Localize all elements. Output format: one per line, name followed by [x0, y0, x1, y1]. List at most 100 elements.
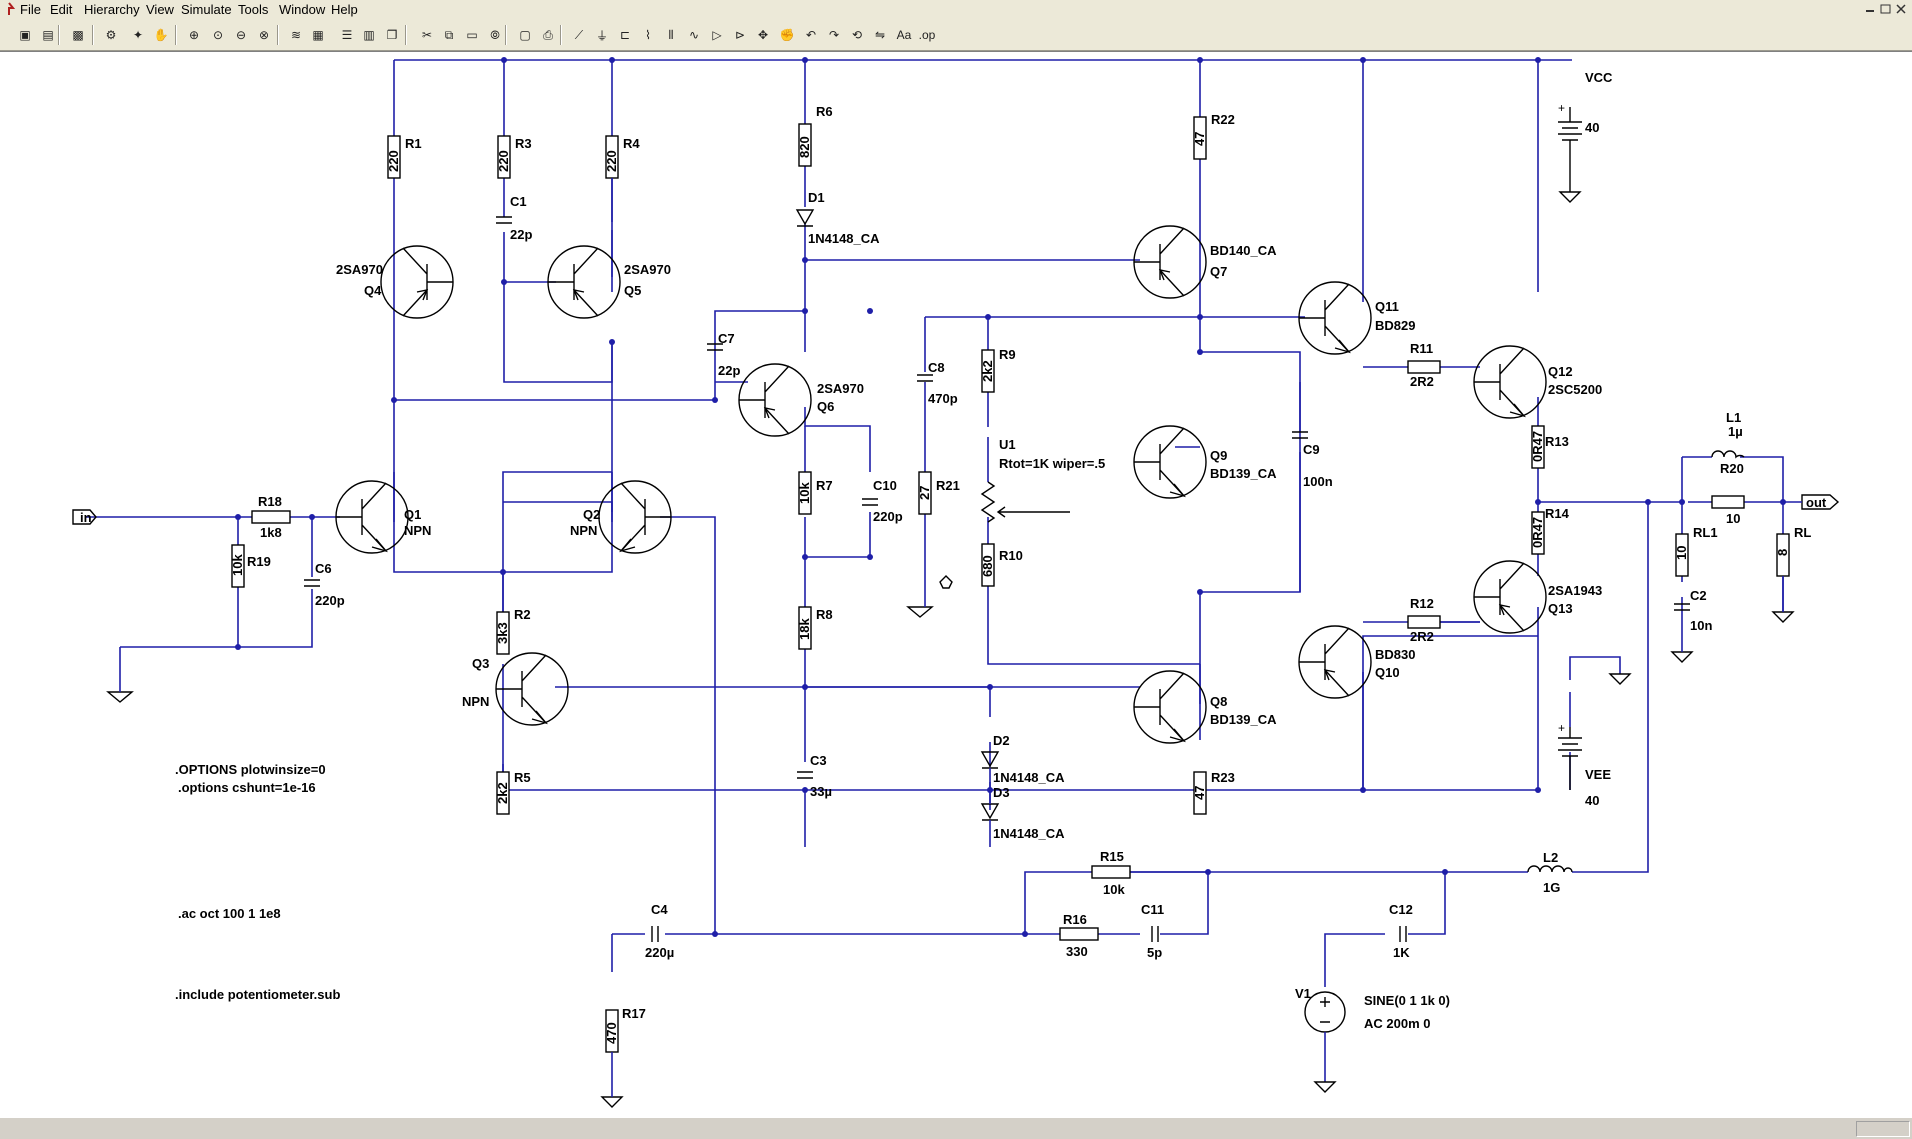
svg-text:18k: 18k	[797, 618, 812, 640]
schematic-drawing[interactable]: + + in out R1 R3 R4 R6 R22 R9 R7 R21 R1	[0, 52, 1912, 1118]
transistor-Q12	[1473, 345, 1547, 419]
svg-text:Q8: Q8	[1210, 694, 1227, 709]
menu-tools[interactable]: Tools	[238, 2, 269, 17]
svg-text:+: +	[1558, 721, 1565, 735]
svg-text:680: 680	[980, 555, 995, 577]
transistor-Q3	[495, 652, 569, 726]
paste-icon[interactable]: ▭	[466, 28, 478, 42]
tile-icon[interactable]: ▦	[312, 28, 324, 42]
new-schematic-icon[interactable]: ▣	[19, 28, 31, 42]
svg-text:470p: 470p	[928, 391, 958, 406]
diode-icon[interactable]: ▷	[712, 28, 722, 42]
copy-icon[interactable]: ⧉	[444, 27, 454, 42]
svg-text:.options cshunt=1e-16: .options cshunt=1e-16	[178, 780, 316, 795]
waveform-icon[interactable]: ≋	[290, 28, 302, 42]
cut-icon[interactable]: ✂	[421, 28, 433, 42]
wire-icon[interactable]: ⟋	[574, 27, 584, 42]
svg-text:27: 27	[917, 486, 932, 500]
menu-window[interactable]: Window	[279, 2, 326, 17]
resistor-R12	[1407, 615, 1441, 629]
spice-directive-icon[interactable]: .op	[918, 28, 936, 42]
save-icon[interactable]: ▩	[72, 28, 84, 42]
svg-text:R19: R19	[247, 554, 271, 569]
svg-text:Q12: Q12	[1548, 364, 1573, 379]
svg-text:R2: R2	[514, 607, 531, 622]
mirror-icon[interactable]: ⇋	[874, 28, 886, 42]
control-panel-icon[interactable]: ⚙	[105, 28, 117, 42]
window-controls[interactable]	[1864, 2, 1908, 16]
redo-icon[interactable]: ↷	[828, 28, 840, 42]
drag-icon[interactable]: ✊	[779, 28, 795, 42]
inductor-L1	[1711, 450, 1745, 459]
svg-text:1G: 1G	[1543, 880, 1560, 895]
svg-text:470: 470	[604, 1022, 619, 1044]
svg-text:220: 220	[496, 150, 511, 172]
svg-text:BD140_CA: BD140_CA	[1210, 243, 1277, 258]
print-setup-icon[interactable]: ▢	[519, 28, 531, 42]
undo-icon[interactable]: ↶	[805, 28, 817, 42]
inductor-icon[interactable]: ∿	[688, 28, 700, 42]
svg-text:C8: C8	[928, 360, 945, 375]
svg-text:C11: C11	[1141, 902, 1164, 917]
menu-view[interactable]: View	[146, 2, 174, 17]
resistor-R15	[1091, 865, 1131, 879]
svg-text:R15: R15	[1100, 849, 1124, 864]
ltspice-app-icon[interactable]	[3, 2, 15, 16]
find-icon[interactable]: ⦾	[490, 27, 500, 42]
svg-text:R21: R21	[936, 478, 960, 493]
svg-text:RL: RL	[1794, 525, 1811, 540]
inductor-L2	[1527, 865, 1573, 873]
zoom-cancel-icon[interactable]: ⊗	[258, 28, 270, 42]
cascade-icon[interactable]: ❐	[386, 28, 398, 42]
svg-text:R5: R5	[514, 770, 531, 785]
svg-text:1K: 1K	[1393, 945, 1410, 960]
menu-simulate[interactable]: Simulate	[181, 2, 232, 17]
resistor-icon[interactable]: ⌇	[645, 28, 651, 42]
menu-edit[interactable]: Edit	[50, 2, 73, 17]
zoom-fit-icon[interactable]: ⊙	[212, 28, 224, 42]
transistor-Q9	[1133, 425, 1207, 499]
component-icon[interactable]: ⊳	[734, 28, 746, 42]
capacitor-C1	[496, 216, 512, 224]
capacitor-C12	[1399, 926, 1407, 942]
net-label-in[interactable]: in	[72, 509, 97, 525]
zoom-out-icon[interactable]: ⊖	[235, 28, 247, 42]
run-icon[interactable]: ✦	[132, 28, 144, 42]
menu-hierarchy[interactable]: Hierarchy	[84, 2, 140, 17]
label-net-icon[interactable]: ⊏	[619, 28, 631, 42]
halt-icon[interactable]: ✋	[153, 28, 169, 42]
svg-text:Q10: Q10	[1375, 665, 1400, 680]
text-icon[interactable]: Aa	[896, 28, 912, 42]
spice-directives[interactable]: .OPTIONS plotwinsize=0 .options cshunt=1…	[175, 762, 340, 1002]
net-label-out[interactable]: out	[1801, 494, 1840, 510]
svg-text:R1: R1	[405, 136, 422, 151]
svg-text:2R2: 2R2	[1410, 374, 1434, 389]
resistor-R22	[1193, 116, 1207, 160]
print-icon[interactable]: ⎙	[543, 27, 553, 42]
capacitor-icon[interactable]: ⫴	[668, 27, 674, 42]
move-icon[interactable]: ✥	[757, 28, 769, 42]
svg-text:100n: 100n	[1303, 474, 1333, 489]
open-icon[interactable]: ▤	[42, 28, 54, 42]
transistor-Q1	[335, 480, 409, 554]
svg-text:2R2: 2R2	[1410, 629, 1434, 644]
svg-text:2SA970: 2SA970	[624, 262, 671, 277]
svg-text:2SA1943: 2SA1943	[1548, 583, 1602, 598]
svg-text:3k3: 3k3	[495, 622, 510, 644]
svg-text:1N4148_CA: 1N4148_CA	[808, 231, 880, 246]
menu-help[interactable]: Help	[331, 2, 358, 17]
svg-text:Q11: Q11	[1375, 299, 1399, 314]
horizontal-tile-icon[interactable]: ☰	[341, 28, 353, 42]
svg-text:SINE(0 1 1k 0): SINE(0 1 1k 0)	[1364, 993, 1450, 1008]
svg-text:Q13: Q13	[1548, 601, 1573, 616]
capacitors	[304, 216, 1690, 942]
svg-text:D2: D2	[993, 733, 1010, 748]
menu-file[interactable]: File	[20, 2, 41, 17]
svg-text:220p: 220p	[315, 593, 345, 608]
ground-icon[interactable]: ⏚	[595, 28, 608, 43]
vertical-tile-icon[interactable]: ▥	[363, 28, 375, 42]
rotate-icon[interactable]: ⟲	[851, 28, 863, 42]
schematic-canvas[interactable]: + + in out R1 R3 R4 R6 R22 R9 R7 R21 R1	[0, 51, 1912, 1118]
menu-bar: File Edit Hierarchy View Simulate Tools …	[0, 0, 1912, 21]
zoom-in-icon[interactable]: ⊕	[188, 28, 200, 42]
